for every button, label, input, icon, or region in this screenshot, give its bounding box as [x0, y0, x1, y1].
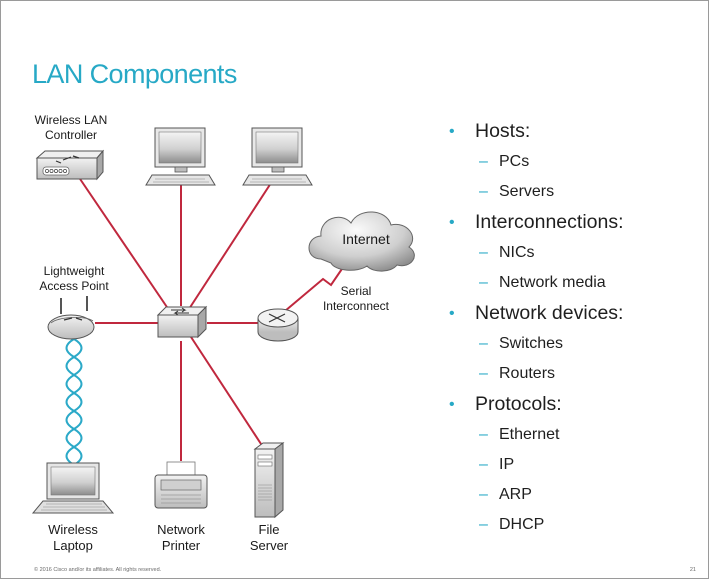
link-switch-wlc: [75, 172, 174, 317]
link-switch-pc-right: [188, 182, 272, 310]
bullet-routers: Routers: [449, 359, 624, 389]
wireless-lan-controller-icon: [35, 149, 105, 181]
bullet-switches: Switches: [449, 329, 624, 359]
bullet-dhcp: DHCP: [449, 510, 624, 540]
bullet-pcs: PCs: [449, 147, 624, 177]
serial-link: [284, 262, 347, 312]
pc-right-icon: [242, 127, 313, 186]
pc-left-icon: [145, 127, 216, 186]
link-switch-server: [190, 336, 264, 448]
bullet-hosts: Hosts:: [449, 116, 624, 147]
slide-title: LAN Components: [32, 59, 237, 89]
router-icon: [257, 308, 299, 342]
wireless-link: [65, 338, 83, 466]
bullet-ip: IP: [449, 450, 624, 480]
bullet-list: Hosts: PCs Servers Interconnections: NIC…: [449, 116, 624, 540]
bullet-arp: ARP: [449, 480, 624, 510]
lightweight-access-point-icon: [47, 296, 95, 340]
internet-cloud-icon: [308, 211, 415, 272]
bullet-network-devices: Network devices:: [449, 298, 624, 329]
wireless-laptop-icon: [31, 462, 115, 514]
file-server-icon: [253, 442, 285, 519]
lan-diagram: [31, 127, 415, 519]
bullet-ethernet: Ethernet: [449, 420, 624, 450]
internet-label: Internet: [342, 231, 390, 247]
network-printer-icon: [154, 461, 208, 509]
bullet-servers: Servers: [449, 177, 624, 207]
bullet-network-media: Network media: [449, 268, 624, 298]
switch-icon: [156, 305, 208, 339]
bullet-interconnections: Interconnections:: [449, 207, 624, 238]
bullet-nics: NICs: [449, 238, 624, 268]
bullet-protocols: Protocols:: [449, 389, 624, 420]
copyright-footer: © 2016 Cisco and/or its affiliates. All …: [34, 567, 162, 573]
network-links: [75, 172, 347, 461]
page-number: 21: [689, 567, 696, 573]
